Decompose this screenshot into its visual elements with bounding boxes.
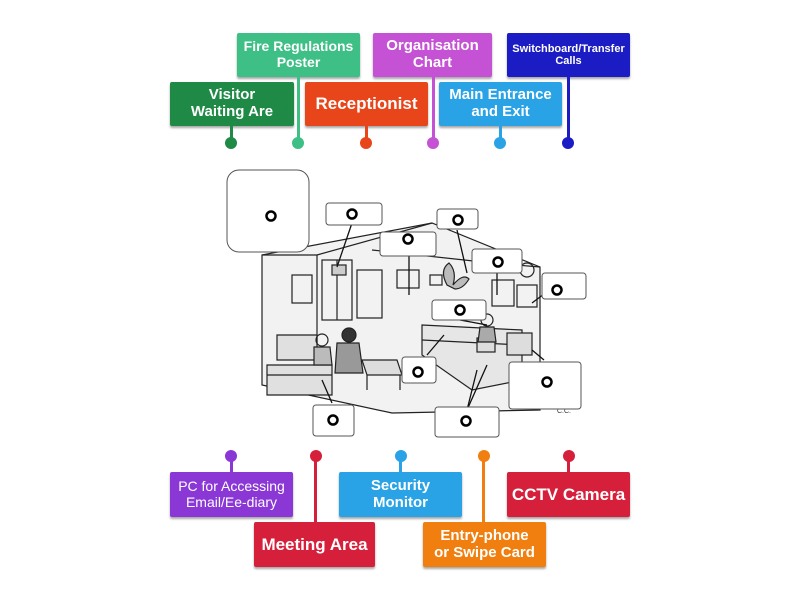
pin-dot — [225, 137, 237, 149]
label-switchboard-transfer-calls[interactable]: Switchboard/Transfer Calls — [507, 33, 630, 77]
reception-area-illustration: C.C. — [226, 169, 587, 438]
pin-line — [230, 126, 233, 139]
pin-line — [432, 77, 435, 139]
pin-line — [365, 126, 368, 139]
pin-dot — [562, 137, 574, 149]
label-security-monitor[interactable]: Security Monitor — [339, 472, 462, 517]
pin-line — [567, 455, 570, 473]
label-entry-phone-or-swipe-card[interactable]: Entry-phone or Swipe Card — [423, 522, 546, 567]
label-visitor-waiting-area[interactable]: Visitor Waiting Are — [170, 82, 294, 126]
label-main-entrance-and-exit[interactable]: Main Entrance and Exit — [439, 82, 562, 126]
pin-dot — [427, 137, 439, 149]
pin-line — [297, 77, 300, 139]
svg-text:C.C.: C.C. — [557, 408, 571, 415]
pin-line — [499, 126, 502, 139]
pin-dot — [494, 137, 506, 149]
pin-line — [399, 455, 402, 473]
label-meeting-area[interactable]: Meeting Area — [254, 522, 375, 567]
pin-dot — [360, 137, 372, 149]
pin-line — [567, 77, 570, 139]
pin-line — [482, 455, 485, 523]
label-pc-for-accessing-email[interactable]: PC for Accessing Email/Ee-diary — [170, 472, 293, 517]
pin-line — [314, 455, 317, 523]
pin-dot — [292, 137, 304, 149]
pin-line — [230, 455, 233, 473]
label-receptionist[interactable]: Receptionist — [305, 82, 428, 126]
label-organisation-chart[interactable]: Organisation Chart — [373, 33, 492, 77]
label-fire-regulations-poster[interactable]: Fire Regulations Poster — [237, 33, 360, 77]
label-cctv-camera[interactable]: CCTV Camera — [507, 472, 630, 517]
